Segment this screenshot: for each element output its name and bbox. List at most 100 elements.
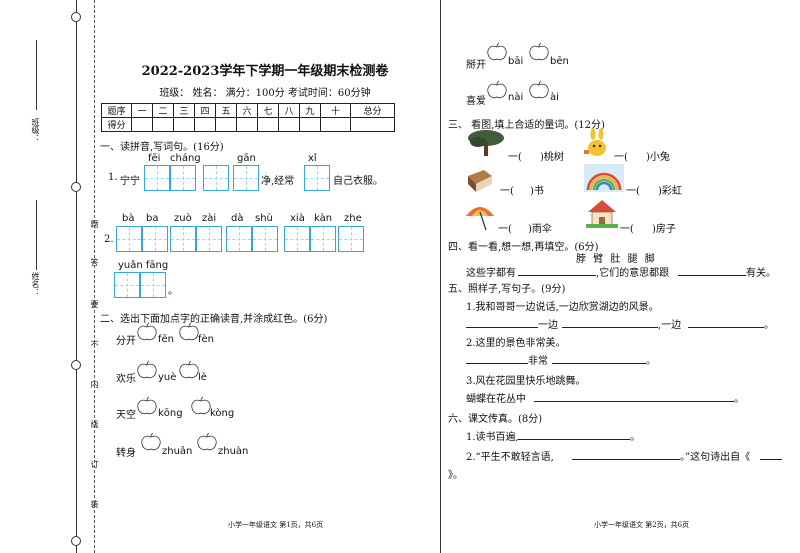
apple-bubble-icon[interactable] xyxy=(528,80,550,100)
score-cell[interactable] xyxy=(320,117,351,132)
score-cell[interactable] xyxy=(299,117,321,132)
score-cell[interactable] xyxy=(173,117,195,132)
binding-hole xyxy=(71,182,81,192)
score-cell[interactable] xyxy=(131,117,153,132)
house-icon xyxy=(586,200,618,228)
q5-s3-end: 。 xyxy=(734,394,744,405)
score-cell[interactable] xyxy=(257,117,279,132)
q1-line1-post: 自己衣服。 xyxy=(333,176,383,187)
q5-blank[interactable] xyxy=(466,352,528,364)
q5-example-1: 1.我和哥哥一边说话,一边欣赏湖边的风景。 xyxy=(466,302,659,313)
measure-blank[interactable] xyxy=(516,182,530,194)
q6-line3: 》。 xyxy=(448,470,463,481)
pinyin: xià xyxy=(290,213,305,224)
score-header: 十 xyxy=(320,103,351,118)
writing-box[interactable] xyxy=(226,226,252,252)
writing-box[interactable] xyxy=(142,226,168,252)
measure-post: )书 xyxy=(530,186,544,197)
q2-word: 喜爱 xyxy=(466,96,486,107)
measure-blank[interactable] xyxy=(514,220,528,232)
q5-s3-pre: 蝴蝶在花丛中 xyxy=(466,394,526,405)
measure-post: )小兔 xyxy=(646,152,670,163)
writing-box[interactable] xyxy=(284,226,310,252)
q5-blank[interactable] xyxy=(688,316,764,328)
measure-pre: 一( xyxy=(626,186,640,197)
writing-box[interactable] xyxy=(170,165,196,191)
measure-pre: 一( xyxy=(498,224,512,235)
measure-pre: 一( xyxy=(508,152,522,163)
q4-blank[interactable] xyxy=(678,264,746,276)
name-field[interactable] xyxy=(36,200,37,270)
q1-line2-no: 2. xyxy=(104,234,114,245)
writing-box[interactable] xyxy=(114,272,140,298)
q1-line1-mid: 净,经常 xyxy=(261,176,295,187)
q1-line1-pre: 宁宁 xyxy=(120,176,140,187)
measure-blank[interactable] xyxy=(524,148,540,160)
q5-blank[interactable] xyxy=(562,316,658,328)
score-header: 八 xyxy=(278,103,300,118)
q6-blank[interactable] xyxy=(572,448,680,460)
apple-bubble-icon[interactable] xyxy=(528,42,550,62)
q4-heading: 四、看一看,想一想,再填空。(6分) xyxy=(448,242,599,253)
q5-example-2: 2.这里的景色非常美。 xyxy=(466,338,566,349)
apple-bubble-icon[interactable] xyxy=(140,432,162,452)
measure-blank[interactable] xyxy=(642,182,658,194)
writing-box[interactable] xyxy=(310,226,336,252)
score-cell[interactable] xyxy=(215,117,237,132)
score-cell[interactable] xyxy=(236,117,258,132)
apple-bubble-icon[interactable] xyxy=(178,360,200,380)
pinyin-option: nài xyxy=(508,92,524,103)
binding-hole xyxy=(71,536,81,546)
page-divider xyxy=(440,0,441,553)
score-cell[interactable] xyxy=(278,117,300,132)
tree-icon xyxy=(468,130,504,156)
q1-line3-end: 。 xyxy=(168,286,178,297)
q2-word: 欢乐 xyxy=(116,374,136,385)
writing-box[interactable] xyxy=(304,165,330,191)
writing-box[interactable] xyxy=(196,226,222,252)
umbrella-icon xyxy=(466,207,494,231)
cut-line xyxy=(94,0,95,553)
writing-box[interactable] xyxy=(203,165,229,191)
apple-bubble-icon[interactable] xyxy=(486,42,508,62)
writing-box[interactable] xyxy=(338,226,364,252)
writing-box[interactable] xyxy=(170,226,196,252)
apple-bubble-icon[interactable] xyxy=(136,322,158,342)
pinyin: zuò xyxy=(174,213,192,224)
score-cell[interactable] xyxy=(350,117,395,132)
q6-blank[interactable] xyxy=(760,448,782,460)
pinyin: ba xyxy=(146,213,159,224)
score-header: 七 xyxy=(257,103,279,118)
q5-blank[interactable] xyxy=(534,390,734,402)
apple-bubble-icon[interactable] xyxy=(136,360,158,380)
writing-box[interactable] xyxy=(116,226,142,252)
score-header: 题序 xyxy=(101,103,132,118)
score-cell[interactable] xyxy=(194,117,216,132)
score-header: 五 xyxy=(215,103,237,118)
q5-blank[interactable] xyxy=(466,316,538,328)
score-cell[interactable] xyxy=(152,117,174,132)
apple-bubble-icon[interactable] xyxy=(190,396,212,416)
apple-bubble-icon[interactable] xyxy=(136,396,158,416)
apple-bubble-icon[interactable] xyxy=(196,432,218,452)
score-table: 题序 一 二 三 四 五 六 七 八 九 十 总分 得分 xyxy=(101,103,395,132)
measure-blank[interactable] xyxy=(630,148,646,160)
writing-box[interactable] xyxy=(233,165,259,191)
measure-post: )桃树 xyxy=(540,152,564,163)
page-footer: 小学一年级语文 第2页，共6页 xyxy=(594,521,690,529)
measure-blank[interactable] xyxy=(636,220,652,232)
q5-s1-end: 。 xyxy=(764,320,774,331)
writing-box[interactable] xyxy=(140,272,166,298)
apple-bubble-icon[interactable] xyxy=(178,322,200,342)
q5-blank[interactable] xyxy=(552,352,646,364)
writing-box[interactable] xyxy=(252,226,278,252)
writing-box[interactable] xyxy=(144,165,170,191)
apple-bubble-icon[interactable] xyxy=(486,80,508,100)
score-header: 四 xyxy=(194,103,216,118)
q4-sentence-post: 有关。 xyxy=(746,268,776,279)
q5-heading: 五、照样子,写句子。(9分) xyxy=(448,284,566,295)
class-field[interactable] xyxy=(36,40,37,110)
q6-blank[interactable] xyxy=(518,428,630,440)
binding-hole xyxy=(71,12,81,22)
q4-blank[interactable] xyxy=(518,264,596,276)
